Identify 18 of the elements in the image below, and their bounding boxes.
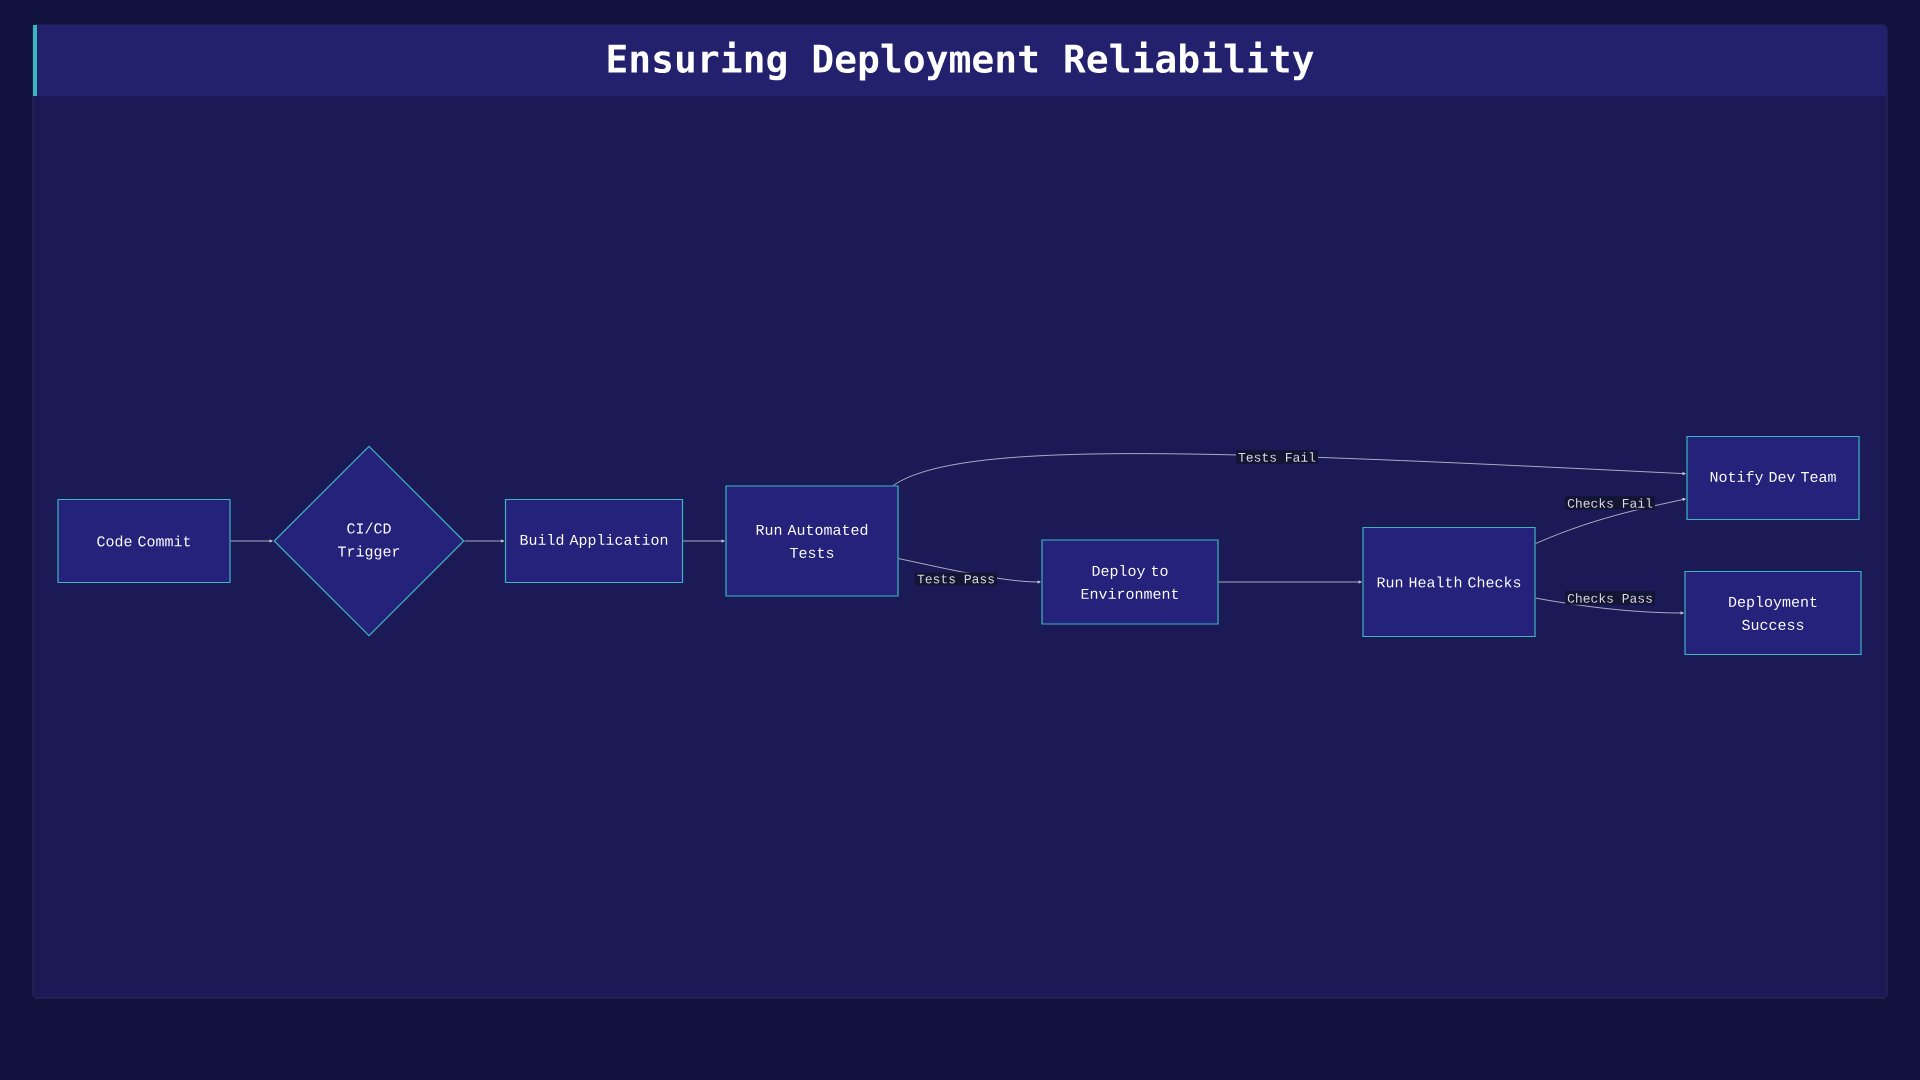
title-bar: Ensuring Deployment Reliability (33, 25, 1887, 96)
process-box: Code Commit (57, 498, 231, 584)
process-box: Deploy to Environment (1041, 539, 1219, 625)
arrow (682, 539, 725, 543)
arrow (464, 539, 505, 543)
arrow (1535, 498, 1686, 544)
edge-label: Tests Fail (1236, 450, 1318, 464)
process-box: Build Application (504, 498, 684, 584)
arrow (1218, 580, 1362, 584)
arrow (1535, 597, 1684, 615)
process-box: Run Automated Tests (725, 485, 899, 597)
process-box: Deployment Success (1684, 570, 1862, 656)
process-box: Notify Dev Team (1686, 435, 1860, 521)
process-box: Run Health Checks (1362, 526, 1536, 638)
arrow (230, 539, 273, 543)
edge-label: Checks Pass (1565, 591, 1655, 605)
arrow (893, 453, 1686, 486)
edge-label: Checks Fail (1565, 496, 1655, 510)
